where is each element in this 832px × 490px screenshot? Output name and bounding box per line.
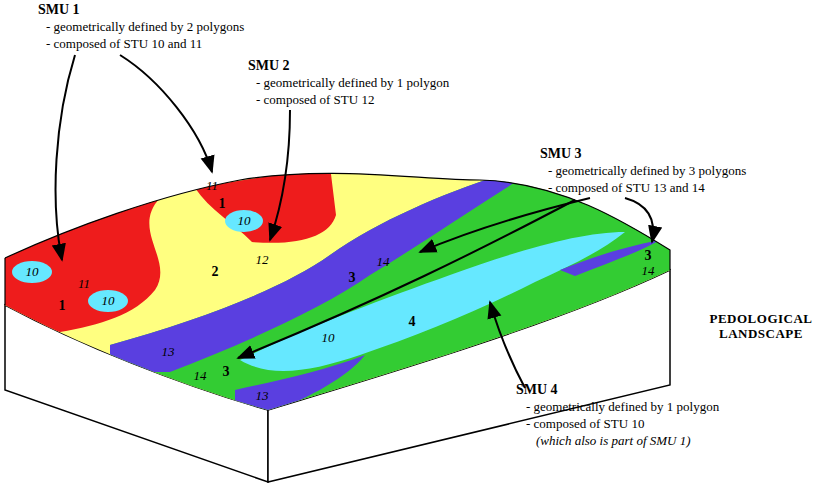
smu-number: 1 [219,196,226,212]
stu-number: 13 [256,389,269,404]
smu-number: 2 [212,264,219,280]
smu-number: 4 [409,314,416,330]
callout-text: - composed of STU 12 [256,93,374,108]
stu-number: 11 [78,277,90,292]
stu-number: 13 [162,345,175,360]
smu-number: 3 [223,364,230,380]
smu-number: 3 [349,270,356,286]
landscape-label: PEDOLOGICAL LANDSCAPE [702,312,820,342]
stu-number: 12 [256,253,269,268]
smu-number: 1 [59,298,66,314]
smu-number: 3 [645,248,652,264]
stu-number: 10 [322,331,335,346]
callout-heading: SMU 1 [38,2,80,18]
callout-text: - composed of STU 10 and 11 [46,37,202,52]
stu-number: 10 [238,214,251,229]
callout-text: - composed of STU 10 [526,417,644,432]
callout-heading: SMU 2 [248,58,290,74]
callout-text: - composed of STU 13 and 14 [548,181,705,196]
stu-number: 14 [642,264,655,279]
callout-text: - geometrically defined by 3 polygons [548,164,746,179]
callout-heading: SMU 3 [540,146,582,162]
callout-text: - geometrically defined by 1 polygon [256,76,449,91]
stu-number: 14 [194,369,207,384]
callout-text: - geometrically defined by 1 polygon [526,400,719,415]
stu-number: 10 [102,294,115,309]
stu-number: 10 [26,265,39,280]
callout-heading: SMU 4 [516,382,558,398]
callout-text: - geometrically defined by 2 polygons [46,20,244,35]
callout-text: (which also is part of SMU 1) [536,434,691,449]
stu-number: 14 [377,255,390,270]
stu-number: 11 [206,179,218,194]
